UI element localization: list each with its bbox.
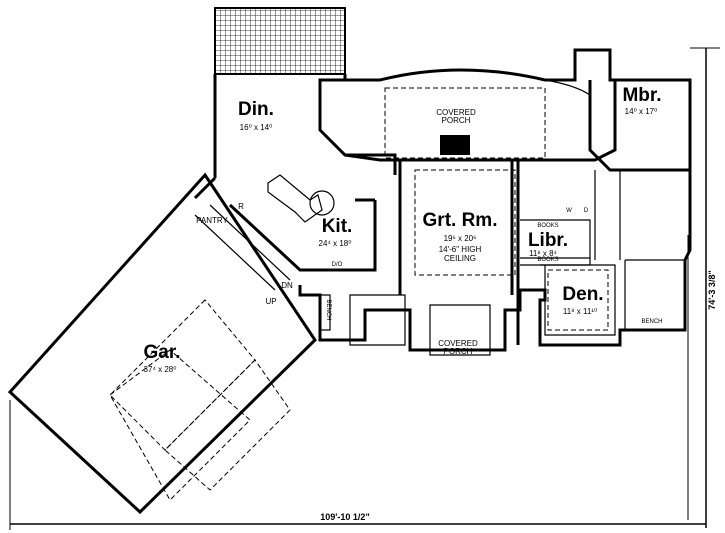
- room-garage: Gar. 37⁴ x 28⁰: [144, 342, 181, 374]
- room-name: Kit.: [322, 216, 353, 237]
- pantry-label: PANTRY: [196, 216, 228, 225]
- width-dimension: 109'-10 1/2": [320, 512, 369, 522]
- double-oven-label: D/O: [332, 262, 343, 268]
- bench-label: BENCH: [641, 319, 662, 325]
- covered-porch-label: COVERED: [438, 339, 478, 348]
- covered-porch-label: PORCH: [442, 116, 471, 125]
- garage-walls: [7, 172, 317, 515]
- stairs-down-label: DN: [281, 281, 293, 290]
- stairs-up-label: UP: [265, 297, 276, 306]
- dimension-width: 109'-10 1/2": [9, 400, 706, 530]
- books-label: BOOKS: [537, 223, 558, 229]
- room-name: Gar.: [144, 342, 181, 363]
- room-name: Mbr.: [622, 85, 661, 106]
- room-kitchen: Kit. 24⁴ x 18⁰: [319, 216, 353, 248]
- room-size: 37⁴ x 28⁰: [144, 365, 177, 374]
- room-size: 14⁰ x 17⁰: [625, 107, 658, 116]
- covered-porch-label: PORCH: [444, 347, 473, 356]
- room-great-room: Grt. Rm. 19⁶ x 20⁶ 14'-6" HIGH CEILING: [423, 210, 498, 263]
- room-size: 16⁰ x 14⁰: [240, 123, 273, 132]
- dryer-label: D: [584, 208, 589, 214]
- house-walls: [193, 48, 692, 356]
- books-label: BOOKS: [537, 257, 558, 263]
- room-size: 19⁶ x 20⁶: [444, 234, 477, 243]
- room-name: Den.: [562, 284, 603, 305]
- refrigerator-label: R: [238, 202, 244, 211]
- room-size: 24⁴ x 18⁰: [319, 239, 352, 248]
- room-name: Libr.: [528, 230, 568, 251]
- room-master-bedroom: Mbr. 14⁰ x 17⁰: [622, 85, 661, 116]
- covered-porch-label: COVERED: [436, 108, 476, 117]
- ceiling-note: 14'-6" HIGH: [439, 245, 482, 254]
- room-size: 11⁸ x 8⁴: [529, 249, 558, 258]
- bench-label: BENCH: [325, 299, 331, 320]
- room-library: Libr. 11⁸ x 8⁴: [528, 230, 568, 258]
- room-dining: Din. 16⁰ x 14⁰: [238, 99, 274, 132]
- room-name: Din.: [238, 99, 274, 120]
- dimension-depth: 74'-3 3/8": [687, 47, 720, 528]
- depth-dimension: 74'-3 3/8": [707, 270, 717, 309]
- deck: [214, 7, 346, 75]
- washer-label: W: [566, 208, 572, 214]
- room-den: Den. 11⁸ x 11¹⁰: [562, 284, 603, 316]
- room-size: 11⁸ x 11¹⁰: [563, 307, 597, 316]
- dashed-overlays: [384, 87, 609, 331]
- ceiling-note: CEILING: [444, 254, 476, 263]
- room-name: Grt. Rm.: [423, 210, 498, 231]
